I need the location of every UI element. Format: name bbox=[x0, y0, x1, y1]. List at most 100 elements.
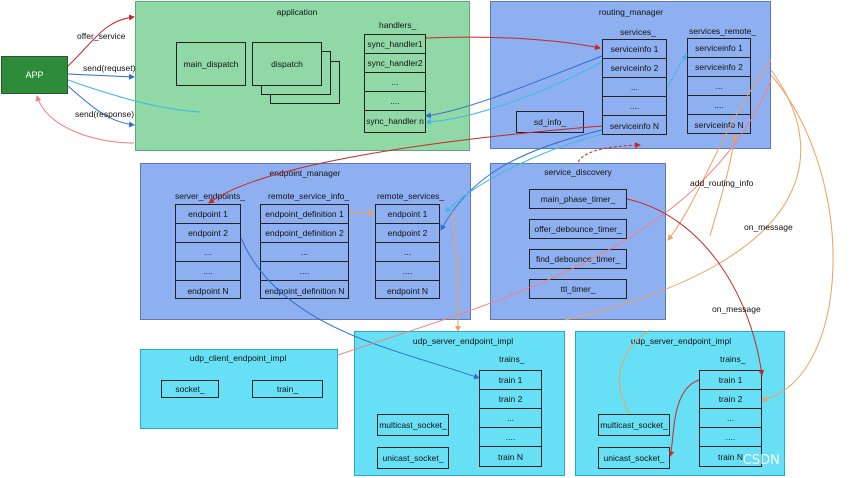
edge-app-cyan bbox=[67, 79, 201, 113]
edge-send-request bbox=[67, 73, 135, 80]
edge-routing-to-server-endpoints bbox=[208, 125, 603, 204]
unicast-socket-box-1: unicast_socket_ bbox=[377, 447, 449, 469]
services-remote-list: serviceinfo 1 serviceinfo 2 ... .... ser… bbox=[687, 38, 751, 134]
edge-send-response bbox=[67, 85, 135, 128]
endpoint-definition-item: endpoint_definition 2 bbox=[261, 224, 348, 243]
multicast-socket-box-2: multicast_socket_ bbox=[598, 414, 670, 436]
main-phase-timer-box: main_phase_timer_ bbox=[529, 189, 627, 209]
server-endpoint-item: .... bbox=[176, 262, 240, 281]
train-item: train 1 bbox=[700, 371, 761, 390]
services-remote-title: services_remote_ bbox=[689, 26, 757, 36]
remote-service-item: serviceinfo N bbox=[694, 119, 744, 130]
edge-main-phase-to-train bbox=[626, 198, 765, 376]
edge-remote-services-down bbox=[451, 211, 461, 332]
remote-service-info-list: endpoint_definition 1 endpoint_definitio… bbox=[260, 204, 349, 299]
sd-info-box: sd_info_ bbox=[516, 111, 584, 133]
train-item: .... bbox=[700, 428, 761, 447]
handlers-list: sync_handler1 sync_handler2 ... .... syn… bbox=[364, 34, 426, 133]
service-item: ... bbox=[603, 78, 666, 97]
handler-item: ... bbox=[365, 73, 425, 92]
udp-client-title: udp_client_endpoint_impl bbox=[189, 353, 287, 363]
trains-title-1: trains_ bbox=[499, 354, 525, 364]
train-item: ... bbox=[700, 409, 761, 428]
remote-service-item: .... bbox=[688, 96, 750, 115]
main-dispatch-box: main_dispatch bbox=[176, 42, 246, 86]
application-title: application bbox=[276, 7, 318, 17]
services-title: services_ bbox=[620, 27, 656, 37]
remote-endpoint-item: endpoint 2 bbox=[376, 224, 439, 243]
remote-endpoint-item: endpoint 1 bbox=[376, 205, 439, 224]
label-send-response: send(response) bbox=[75, 109, 135, 119]
edge-multicast-up bbox=[619, 329, 651, 415]
service-discovery-title: service_discovery bbox=[544, 167, 612, 177]
endpoint-manager-region bbox=[140, 163, 471, 320]
server-endpoint-item: ... bbox=[176, 243, 240, 262]
handler-item: sync_handler2 bbox=[365, 54, 425, 73]
remote-services-list: endpoint 1 endpoint 2 ... .... endpoint … bbox=[375, 204, 440, 299]
remote-endpoint-item: endpoint N bbox=[386, 285, 429, 296]
udp-server-region-2 bbox=[575, 331, 785, 476]
watermark: CSDN @攻城大狮 bbox=[742, 453, 849, 468]
label-send-request: send(requset) bbox=[83, 63, 136, 73]
train-item: train 2 bbox=[480, 390, 541, 409]
train-item: train 1 bbox=[480, 371, 541, 390]
edge-app-back bbox=[35, 95, 135, 144]
train-item: .... bbox=[480, 428, 541, 447]
handlers-title: handlers_ bbox=[379, 20, 417, 30]
edge-handler-to-services bbox=[425, 36, 601, 50]
services-list: serviceinfo 1 serviceinfo 2 ... .... ser… bbox=[602, 39, 667, 135]
label-add-routing-info: add_routing_info bbox=[690, 178, 754, 188]
server-endpoint-item: endpoint N bbox=[187, 285, 229, 296]
edge-on-message-2 bbox=[761, 74, 834, 402]
service-item: serviceinfo 2 bbox=[603, 59, 666, 78]
edge-on-message-1 bbox=[564, 69, 802, 321]
train-item: train N bbox=[497, 451, 524, 462]
udp-client-region bbox=[140, 349, 338, 429]
find-debounce-timer-box: find_debounce_timer_ bbox=[529, 249, 627, 269]
ttl-timer-box: ttl_timer_ bbox=[529, 279, 627, 299]
client-socket-box: socket_ bbox=[161, 380, 219, 398]
handler-item: sync_handler n bbox=[366, 115, 424, 126]
remote-services-title: remote_services_ bbox=[377, 191, 445, 201]
endpoint-definition-item: endpoint_definition N bbox=[264, 285, 345, 296]
remote-endpoint-item: .... bbox=[376, 262, 439, 281]
label-on-message-1: on_message bbox=[744, 222, 793, 232]
edge-routing-cyan-down bbox=[445, 133, 603, 213]
edge-sd-info-dashed bbox=[577, 142, 641, 163]
train-item: train 2 bbox=[700, 390, 761, 409]
edge-add-routing-info bbox=[667, 59, 772, 241]
train-item: ... bbox=[480, 409, 541, 428]
unicast-socket-box-2: unicast_socket_ bbox=[598, 447, 670, 469]
edge-routing-to-handlers-2 bbox=[425, 61, 603, 125]
endpoint-definition-item: ... bbox=[261, 243, 348, 262]
dispatch-box: dispatch bbox=[252, 42, 322, 86]
edge-routing-to-remote-services bbox=[440, 129, 603, 231]
server-endpoints-list: endpoint 1 endpoint 2 ... .... endpoint … bbox=[175, 204, 241, 299]
remote-service-item: serviceinfo 1 bbox=[688, 39, 750, 58]
app-node: APP bbox=[1, 56, 68, 94]
udp-server-title-1: udp_server_endpoint_impl bbox=[412, 336, 514, 346]
edge-offer-service bbox=[67, 14, 135, 67]
service-item: .... bbox=[603, 97, 666, 116]
label-on-message-2: on_message bbox=[712, 304, 761, 314]
routing-manager-region bbox=[490, 1, 771, 149]
routing-manager-title: routing_manager bbox=[598, 7, 664, 17]
service-item: serviceinfo 1 bbox=[603, 40, 666, 59]
client-train-box: train_ bbox=[252, 380, 323, 398]
edge-services-remote-link bbox=[666, 54, 688, 89]
edge-routing-to-handlers bbox=[425, 55, 603, 119]
udp-server-title-2: udp_server_endpoint_impl bbox=[630, 336, 732, 346]
udp-server-region-1 bbox=[354, 331, 565, 476]
handler-item: .... bbox=[365, 92, 425, 111]
service-item: serviceinfo N bbox=[609, 120, 660, 131]
remote-endpoint-item: ... bbox=[376, 243, 439, 262]
endpoint-definition-item: .... bbox=[261, 262, 348, 281]
endpoint-manager-title: endpoint_manager bbox=[269, 168, 341, 178]
handler-item: sync_handler1 bbox=[365, 35, 425, 54]
endpoint-definition-item: endpoint_definition 1 bbox=[261, 205, 348, 224]
remote-service-info-title: remote_service_info_ bbox=[268, 191, 350, 201]
remote-service-item: ... bbox=[688, 77, 750, 96]
trains-title-2: trains_ bbox=[720, 354, 746, 364]
remote-service-item: serviceinfo 2 bbox=[688, 58, 750, 77]
